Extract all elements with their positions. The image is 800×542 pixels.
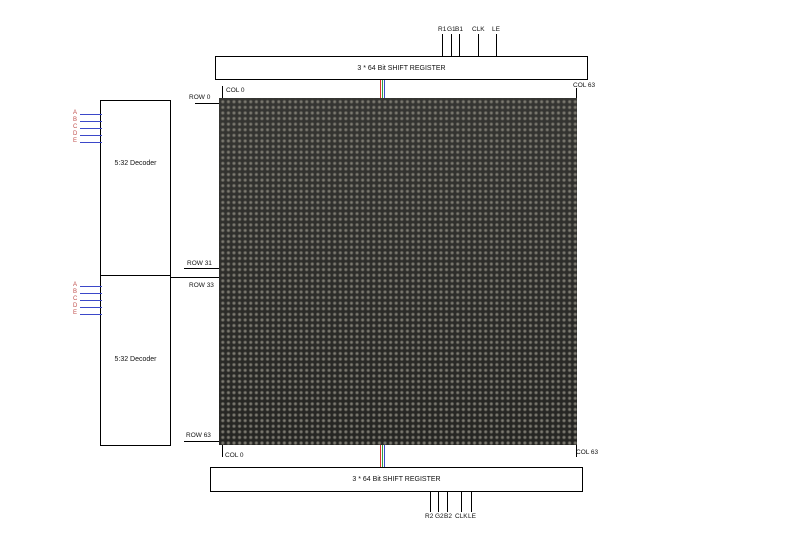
pin-line-r2	[430, 492, 431, 512]
pin-line-le-bottom	[471, 492, 472, 512]
col-0-bottom-line	[222, 445, 223, 457]
addr-line-a-top	[80, 114, 102, 115]
addr-line-b-bottom	[80, 293, 102, 294]
label-row-33: ROW 33	[189, 282, 214, 289]
row-63-line	[184, 441, 219, 442]
label-row-0: ROW 0	[189, 94, 211, 101]
rgb-bus-top-green	[382, 80, 383, 98]
top-shift-register: 3 * 64 Bit SHIFT REGISTER	[215, 56, 588, 80]
decoder-top-label: 5:32 Decoder	[114, 160, 157, 167]
addr-e-top: E	[73, 138, 78, 144]
pin-r1: R1	[438, 26, 447, 33]
addr-line-c-top	[80, 128, 102, 129]
addr-line-b-top	[80, 121, 102, 122]
label-col-63-top: COL 63	[573, 82, 596, 89]
label-row-63: ROW 63	[186, 432, 211, 439]
pin-clk-top: CLK	[472, 26, 485, 33]
addr-line-a-bottom	[80, 286, 102, 287]
pin-line-b2	[447, 492, 448, 512]
top-shift-register-label: 3 * 64 Bit SHIFT REGISTER	[357, 65, 446, 72]
led-matrix-panel	[219, 98, 577, 445]
addr-line-d-bottom	[80, 307, 102, 308]
pin-line-g1	[451, 34, 452, 56]
label-col-0-bottom: COL 0	[225, 452, 244, 459]
decoder-bottom: 5:32 Decoder	[100, 275, 171, 446]
addr-c-bottom: C	[73, 296, 78, 302]
addr-d-top: D	[73, 131, 78, 137]
rgb-bus-top-blue	[384, 80, 385, 98]
pin-le-top: LE	[492, 26, 500, 33]
col-63-bottom-line	[576, 445, 577, 457]
pin-line-b1	[459, 34, 460, 56]
addr-b-bottom: B	[73, 289, 78, 295]
pin-clk-bottom: CLK	[455, 513, 468, 520]
label-col-0-top: COL 0	[226, 87, 245, 94]
addr-d-bottom: D	[73, 303, 78, 309]
addr-e-bottom: E	[73, 310, 78, 316]
bottom-shift-register: 3 * 64 Bit SHIFT REGISTER	[210, 467, 583, 492]
rgb-bus-bottom-green	[382, 445, 383, 467]
decoder-row-33-link	[171, 277, 219, 278]
pin-line-le-top	[496, 34, 497, 56]
pin-le-bottom: LE	[468, 513, 476, 520]
addr-c-top: C	[73, 124, 78, 130]
col-0-top-line	[222, 86, 223, 98]
pin-g1: G1	[447, 26, 456, 33]
addr-b-top: B	[73, 117, 78, 123]
addr-line-d-top	[80, 135, 102, 136]
addr-line-c-bottom	[80, 300, 102, 301]
pin-b2: B2	[444, 513, 452, 520]
addr-line-e-top	[80, 142, 102, 143]
row-0-line	[195, 103, 219, 104]
addr-line-e-bottom	[80, 314, 102, 315]
addr-a-bottom: A	[73, 282, 78, 288]
pin-b1: B1	[455, 26, 463, 33]
label-col-63-bottom: COL 63	[576, 449, 599, 456]
bottom-shift-register-label: 3 * 64 Bit SHIFT REGISTER	[352, 476, 441, 483]
pin-line-g2	[438, 492, 439, 512]
label-row-31: ROW 31	[187, 260, 212, 267]
row-31-line	[184, 268, 219, 269]
rgb-bus-bottom-red	[380, 445, 381, 467]
pin-g2: G2	[435, 513, 444, 520]
decoder-top: 5:32 Decoder	[100, 100, 171, 276]
col-63-top-line	[576, 88, 577, 98]
pin-line-clk-top	[478, 34, 479, 56]
rgb-bus-bottom-blue	[384, 445, 385, 467]
pin-line-r1	[442, 34, 443, 56]
addr-a-top: A	[73, 110, 78, 116]
pin-line-clk-bottom	[461, 492, 462, 512]
rgb-bus-top-red	[380, 80, 381, 98]
pin-r2: R2	[425, 513, 434, 520]
decoder-bottom-label: 5:32 Decoder	[114, 356, 157, 363]
